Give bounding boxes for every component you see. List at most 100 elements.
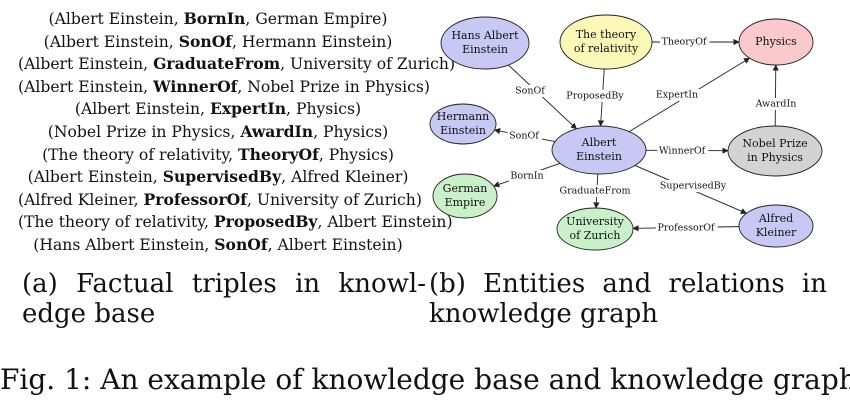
edge-label: SupervisedBy <box>660 181 727 192</box>
node-ellipse <box>440 16 530 70</box>
node-label: Einstein <box>462 43 508 56</box>
edge-label: BornIn <box>510 171 543 182</box>
triple-object: Physics <box>295 100 356 119</box>
caption-a-line1: (a) Factual triples in knowl- <box>22 269 426 299</box>
node-ellipse <box>738 18 814 66</box>
node-label: Nobel Prize <box>742 137 807 150</box>
edge-label: AwardIn <box>755 99 797 110</box>
triple-object: University of Zurich <box>256 190 416 209</box>
edge-label-background <box>659 36 710 48</box>
edge-label: ProfessorOf <box>657 223 716 234</box>
node-label: The theory <box>576 28 637 41</box>
edge-label-background <box>513 85 548 97</box>
edge-label-background <box>564 90 626 102</box>
triple-subject: Alfred Kleiner <box>24 190 134 209</box>
node-ellipse <box>738 204 814 248</box>
triple-relation: TheoryOf <box>238 144 319 164</box>
triple-row: (The theory of relativity, TheoryOf, Phy… <box>42 144 394 164</box>
triple-row: (Nobel Prize in Physics, AwardIn, Physic… <box>47 121 389 141</box>
triple-relation: SonOf <box>214 234 268 254</box>
node-label: of Zurich <box>570 229 621 242</box>
edge-label-background <box>658 180 729 192</box>
edge-label: SonOf <box>509 131 540 142</box>
triple-row: (The theory of relativity, ProposedBy, A… <box>18 212 453 232</box>
edge-label: ProposedBy <box>566 91 624 102</box>
node-label: Empire <box>445 196 486 209</box>
triple-subject: Albert Einstein <box>33 168 153 187</box>
edge-nobel-physics <box>772 64 779 127</box>
triple-row: (Hans Albert Einstein, SonOf, Albert Ein… <box>33 234 403 254</box>
edge-label-background <box>508 170 546 182</box>
triple-subject: Nobel Prize in Physics <box>53 122 231 141</box>
caption-b-line1: (b) Entities and relations in <box>429 269 827 299</box>
caption-b: (b) Entities and relations in knowledge … <box>429 269 827 329</box>
triple-subject: Albert Einstein <box>24 55 144 74</box>
node-label: University <box>566 215 624 228</box>
node-ellipse <box>559 14 653 70</box>
caption-b-line2: knowledge graph <box>429 299 659 329</box>
triple-object: Nobel Prize in Physics <box>247 77 424 96</box>
figure-caption: Fig. 1: An example of knowledge base and… <box>0 363 850 396</box>
node-label: Albert <box>581 136 617 149</box>
triple-relation: AwardIn <box>240 121 314 141</box>
triple-object: German Empire <box>255 10 382 28</box>
triple-row: (Albert Einstein, SonOf, Hermann Einstei… <box>43 31 393 51</box>
triple-object: Albert Einstein <box>327 213 447 232</box>
triple-subject: Albert Einstein <box>80 100 201 119</box>
triple-row: (Albert Einstein, BornIn, German Empire) <box>48 9 388 28</box>
triple-row: (Albert Einstein, GraduateFrom, Universi… <box>18 54 456 74</box>
triple-row: (Albert Einstein, WinnerOf, Nobel Prize … <box>18 76 430 96</box>
triple-object: Hermann Einstein <box>241 32 387 51</box>
triples-list: (Albert Einstein, BornIn, German Empire)… <box>18 8 456 257</box>
node-ellipse <box>432 173 498 219</box>
node-label: German <box>443 182 488 195</box>
triple-object: Physics <box>323 122 383 141</box>
edge-label: WinnerOf <box>659 146 707 157</box>
triple-subject: Hans Albert Einstein <box>39 235 205 254</box>
triple-relation: ProposedBy <box>213 212 318 232</box>
triple-relation: WinnerOf <box>153 76 238 96</box>
triple-object: Physics <box>328 145 388 164</box>
triple-row: (Albert Einstein, ExpertIn, Physics) <box>74 99 362 119</box>
edge-label-background <box>657 145 709 157</box>
node-ellipse <box>727 125 823 177</box>
edge-label: SonOf <box>515 86 546 97</box>
triple-row: (Albert Einstein, SupervisedBy, Alfred K… <box>27 167 409 187</box>
node-ellipse <box>556 207 634 251</box>
node-label: Kleiner <box>756 226 797 239</box>
node-label: Hans Albert <box>451 29 519 42</box>
triple-subject: The theory of relativity <box>24 213 205 232</box>
node-label: Hermann <box>437 110 490 123</box>
triple-row: (Alfred Kleiner, ProfessorOf, University… <box>18 189 422 209</box>
node-label: Alfred <box>758 212 793 225</box>
triple-relation: SonOf <box>178 31 232 51</box>
triple-object: University of Zurich <box>290 55 449 74</box>
caption-a-line2: edge base <box>22 299 156 329</box>
caption-a: (a) Factual triples in knowl- edge base <box>22 269 426 329</box>
triple-subject: The theory of relativity <box>48 145 229 164</box>
triple-object: Alfred Kleiner <box>291 168 403 187</box>
node-label: in Physics <box>747 151 803 164</box>
triple-relation: BornIn <box>183 9 246 28</box>
node-label: Einstein <box>440 124 486 137</box>
edge-label: TheoryOf <box>661 37 707 48</box>
edge-label-background <box>655 222 718 234</box>
triple-subject: Albert Einstein <box>54 10 174 28</box>
node-ellipse <box>429 103 497 145</box>
node-label: of relativity <box>574 42 639 55</box>
triple-subject: Albert Einstein <box>24 77 144 96</box>
edge-label-background <box>558 185 632 197</box>
edge-label: GraduateFrom <box>560 186 631 197</box>
triple-relation: GraduateFrom <box>153 54 281 74</box>
triple-relation: SupervisedBy <box>162 167 282 187</box>
node-ellipse <box>551 125 647 175</box>
edge-label-background <box>507 130 542 142</box>
